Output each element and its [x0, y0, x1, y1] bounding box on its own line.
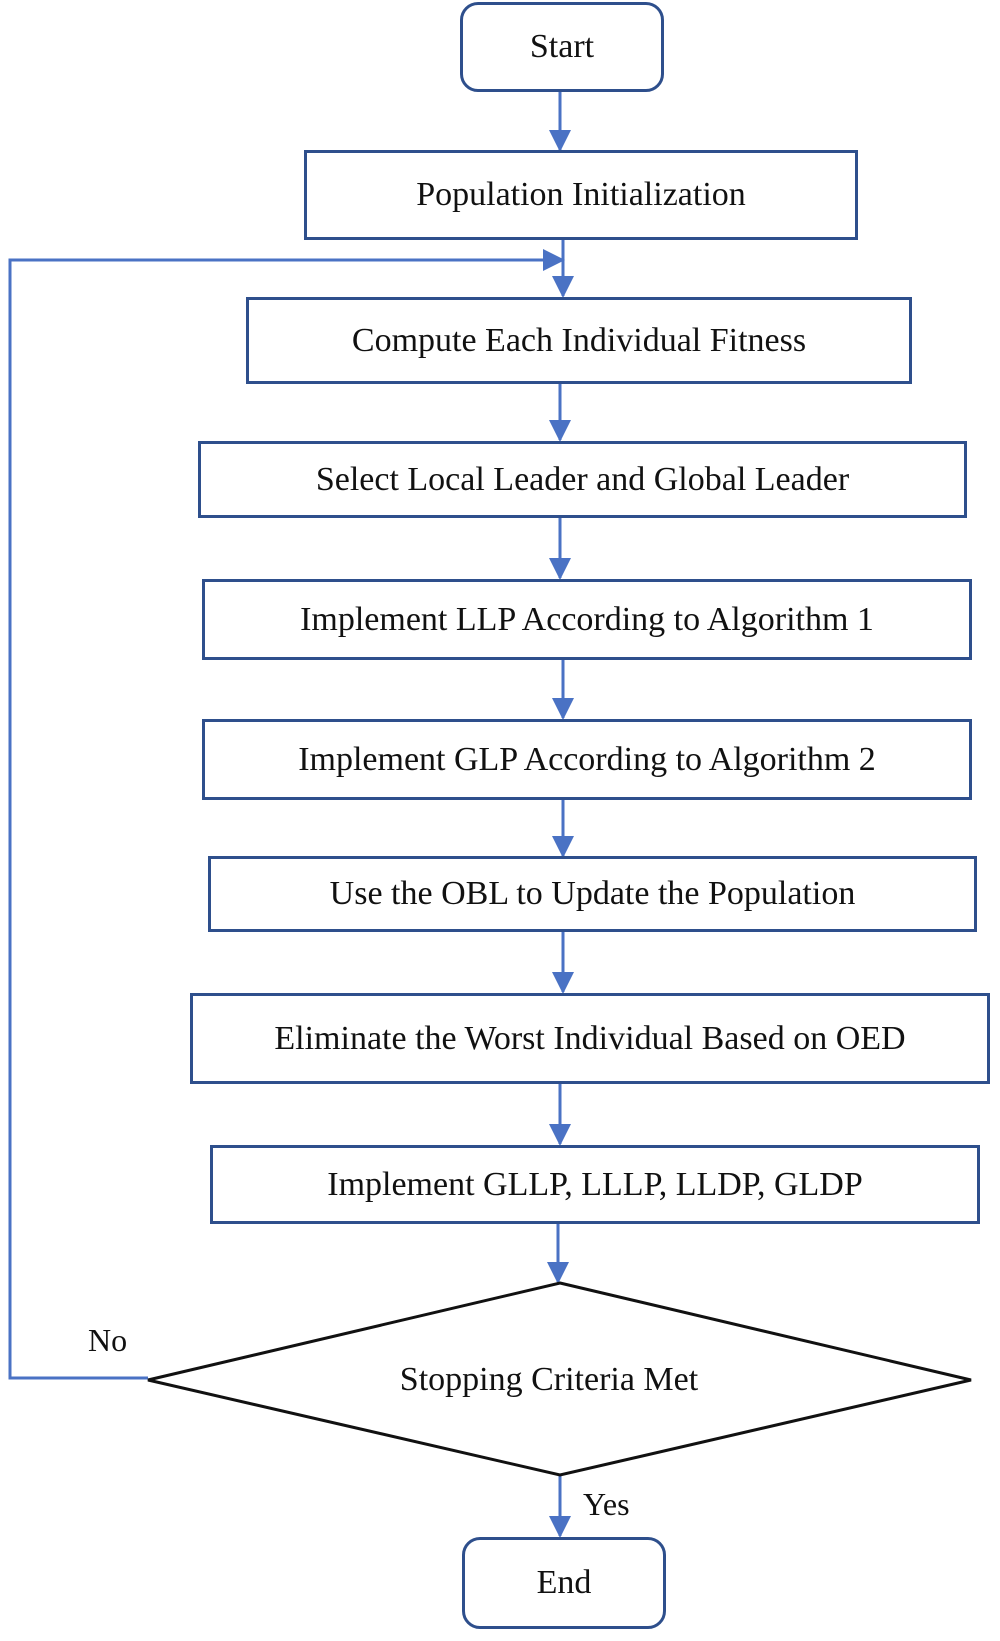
implement-llp-node: Implement LLP According to Algorithm 1: [202, 579, 972, 660]
decision-diamond: [147, 1281, 972, 1477]
population-initialization-node: Population Initialization: [304, 150, 858, 240]
obl-update-node: Use the OBL to Update the Population: [208, 856, 977, 932]
eliminate-worst-node: Eliminate the Worst Individual Based on …: [190, 993, 990, 1084]
edge-decision-fitness-loop: [8, 249, 565, 1380]
select-leaders-node: Select Local Leader and Global Leader: [198, 441, 967, 518]
decision-label: Stopping Criteria Met: [399, 1361, 699, 1398]
start-node: Start: [460, 2, 664, 92]
compute-fitness-node: Compute Each Individual Fitness: [246, 297, 912, 384]
edge-label-no: No: [88, 1322, 128, 1358]
implement-glp-node: Implement GLP According to Algorithm 2: [202, 719, 972, 800]
edge-label-yes: Yes: [583, 1486, 630, 1522]
implement-phases-node: Implement GLLP, LLLP, LLDP, GLDP: [210, 1145, 980, 1224]
end-node: End: [462, 1537, 666, 1629]
